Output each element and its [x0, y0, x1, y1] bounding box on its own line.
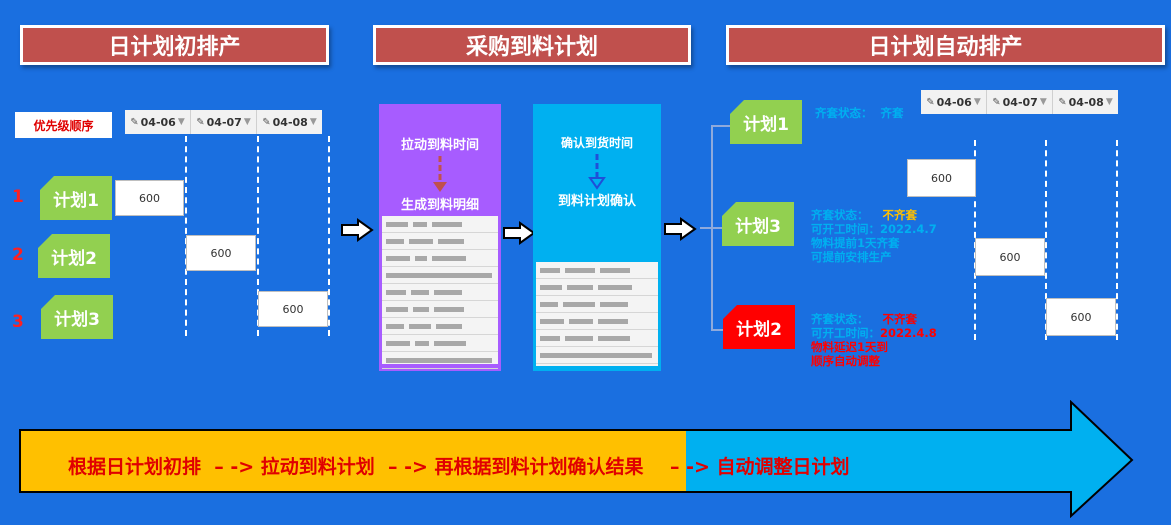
status-label: 齐套状态：: [815, 106, 873, 120]
edit-icon: ✎: [1058, 96, 1067, 108]
filter-icon: ▼: [309, 117, 317, 127]
left-value-04-07: 600: [186, 235, 256, 271]
down-arrow-icon: [588, 154, 606, 190]
flow-arrow-icon: [664, 217, 697, 241]
flow-arrow-icon: [503, 221, 536, 245]
status-value: 不齐套: [882, 312, 918, 326]
right-date-header: ✎04-06▼ ✎04-07▼ ✎04-08▼: [921, 90, 1118, 114]
date-label: 04-08: [272, 115, 308, 129]
arrival-plan-confirm-text: 到料计划确认: [557, 194, 636, 209]
confirm-arrival-time-text: 确认到货时间: [560, 136, 633, 150]
edit-icon: ✎: [992, 96, 1001, 108]
bottom-summary-text: 根据日计划初排 – -> 拉动到料计划 – -> 再根据到料计划确认结果 – -…: [68, 456, 850, 478]
date-column-04-06[interactable]: ✎04-06▼: [125, 110, 191, 134]
rank-2: 2: [12, 245, 24, 265]
purple-panel: 拉动到料时间 生成到料明细: [379, 104, 501, 371]
edit-icon: ✎: [926, 96, 935, 108]
left-date-header: ✎04-06▼ ✎04-07▼ ✎04-08▼: [125, 110, 322, 134]
status-note: 物料延迟1天到: [811, 340, 889, 354]
plan2-status: 齐套状态： 不齐套 可开工时间：2022.4.8 物料延迟1天到 顺序自动调整: [811, 312, 937, 368]
edit-icon: ✎: [262, 116, 271, 128]
bottom-flow-arrow: [19, 400, 1134, 518]
filter-icon: ▼: [177, 117, 185, 127]
left-divider-2: [257, 136, 259, 336]
right-plan-2: 计划2: [723, 305, 795, 349]
plan3-status: 齐套状态： 不齐套 可开工时间：2022.4.7 物料提前1天齐套 可提前安排生产: [811, 208, 937, 264]
status-value: 齐套: [880, 106, 904, 120]
start-time-label: 可开工时间：: [811, 222, 880, 236]
date-label: 04-06: [140, 115, 176, 129]
start-time-value: 2022.4.7: [880, 222, 937, 236]
rank-1: 1: [12, 187, 24, 207]
right-plan-3: 计划3: [722, 202, 794, 246]
arrival-confirm-table: [536, 262, 658, 366]
date-label: 04-07: [1002, 95, 1038, 109]
status-note: 顺序自动调整: [811, 354, 880, 368]
plan1-status: 齐套状态： 齐套: [815, 106, 904, 120]
status-label: 齐套状态：: [811, 312, 869, 326]
generate-arrival-detail-text: 生成到料明细: [400, 198, 479, 213]
left-value-04-06: 600: [115, 180, 184, 216]
date-column-04-08[interactable]: ✎04-08▼: [1053, 90, 1118, 114]
arrival-detail-table: [382, 216, 498, 369]
left-section-title: 日计划初排产: [20, 25, 329, 65]
status-note: 物料提前1天齐套: [811, 236, 900, 250]
date-column-04-06[interactable]: ✎04-06▼: [921, 90, 987, 114]
priority-order-label: 优先级顺序: [15, 112, 112, 138]
right-section-title: 日计划自动排产: [726, 25, 1165, 65]
flow-arrow-icon: [341, 218, 374, 242]
cyan-panel: 确认到货时间 到料计划确认: [533, 104, 661, 371]
filter-icon: ▼: [1039, 97, 1047, 107]
right-divider-3: [1116, 140, 1118, 340]
pull-arrival-time-text: 拉动到料时间: [400, 138, 479, 153]
date-label: 04-07: [206, 115, 242, 129]
left-plan-1: 计划1: [40, 176, 112, 220]
down-arrow-icon: [433, 156, 447, 192]
filter-icon: ▼: [973, 97, 981, 107]
left-divider-3: [328, 136, 330, 336]
status-label: 齐套状态：: [811, 208, 869, 222]
left-plan-2: 计划2: [38, 234, 110, 278]
status-value: 不齐套: [882, 208, 918, 222]
left-plan-3: 计划3: [41, 295, 113, 339]
date-column-04-07[interactable]: ✎04-07▼: [987, 90, 1053, 114]
filter-icon: ▼: [243, 117, 251, 127]
left-value-04-08: 600: [258, 291, 328, 327]
edit-icon: ✎: [196, 116, 205, 128]
date-column-04-08[interactable]: ✎04-08▼: [257, 110, 322, 134]
right-value-04-06: 600: [907, 159, 976, 197]
filter-icon: ▼: [1105, 97, 1113, 107]
right-plan-1: 计划1: [730, 100, 802, 144]
rank-3: 3: [12, 312, 24, 332]
start-time-label: 可开工时间：: [811, 326, 880, 340]
right-divider-2: [1045, 140, 1047, 340]
date-label: 04-08: [1068, 95, 1104, 109]
middle-section-title: 采购到料计划: [373, 25, 691, 65]
date-label: 04-06: [936, 95, 972, 109]
date-column-04-07[interactable]: ✎04-07▼: [191, 110, 257, 134]
edit-icon: ✎: [130, 116, 139, 128]
right-value-04-07: 600: [975, 238, 1045, 276]
right-value-04-08: 600: [1046, 298, 1116, 336]
start-time-value: 2022.4.8: [880, 326, 937, 340]
status-note: 可提前安排生产: [811, 250, 892, 264]
